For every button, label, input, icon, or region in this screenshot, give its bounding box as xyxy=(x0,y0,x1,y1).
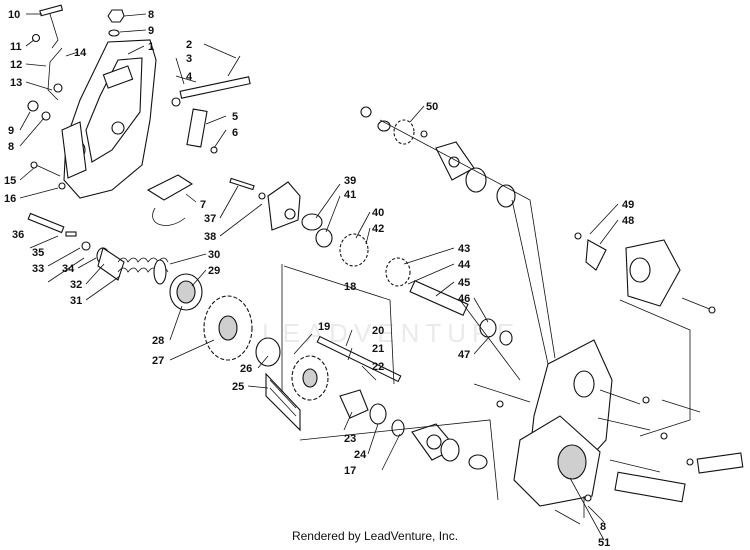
clip xyxy=(146,174,194,226)
callout-27: 27 xyxy=(152,355,164,367)
callout-14: 14 xyxy=(74,47,87,59)
callout-50: 50 xyxy=(426,101,438,113)
shift-bracket xyxy=(229,177,301,231)
callout-23: 23 xyxy=(344,433,356,445)
callout-9: 9 xyxy=(148,25,154,37)
callout-36: 36 xyxy=(12,229,24,241)
callout-46: 46 xyxy=(458,293,470,305)
callout-30: 30 xyxy=(208,249,220,261)
callout-25: 25 xyxy=(232,381,244,393)
callout-22: 22 xyxy=(372,361,384,373)
callout-33: 33 xyxy=(32,263,44,275)
callout-labels: 10 8 9 1 11 14 12 13 9 8 15 16 2 3 4 5 6… xyxy=(4,9,634,549)
callout-35: 35 xyxy=(32,247,44,259)
bolt-washer-group xyxy=(27,212,125,281)
bearing-flange xyxy=(411,423,488,470)
callout-12: 12 xyxy=(10,59,22,71)
callout-13: 13 xyxy=(10,77,22,89)
callout-21: 21 xyxy=(372,343,384,355)
callout-1: 1 xyxy=(148,41,154,53)
leader-lines xyxy=(19,13,619,541)
bearing-housing xyxy=(435,141,516,208)
callout-26: 26 xyxy=(240,363,252,375)
callout-41: 41 xyxy=(344,189,356,201)
assembly-guides xyxy=(281,119,691,501)
callout-11: 11 xyxy=(10,41,22,53)
callout-10: 10 xyxy=(8,9,20,21)
sensor-bracket xyxy=(574,232,716,314)
callout-48: 48 xyxy=(622,215,634,227)
transmission-case xyxy=(513,339,744,507)
top-gear-50 xyxy=(360,106,428,145)
render-credit: Rendered by LeadVenture, Inc. xyxy=(291,529,459,543)
callout-4: 4 xyxy=(186,71,193,83)
callout-45: 45 xyxy=(458,277,470,289)
callout-19: 19 xyxy=(318,321,330,333)
callout-38: 38 xyxy=(204,231,216,243)
callout-31: 31 xyxy=(70,295,82,307)
callout-44: 44 xyxy=(458,259,471,271)
callout-3: 3 xyxy=(186,53,192,65)
callout-51: 51 xyxy=(598,537,610,549)
shaft-assembly xyxy=(316,335,405,437)
callout-42: 42 xyxy=(372,223,384,235)
callout-5: 5 xyxy=(232,111,238,123)
spring xyxy=(117,257,169,285)
callout-17: 17 xyxy=(344,465,356,477)
callout-15: 15 xyxy=(4,175,16,187)
callout-39: 39 xyxy=(344,175,356,187)
reverse-gears xyxy=(169,273,329,401)
callout-29: 29 xyxy=(208,265,220,277)
callout-37: 37 xyxy=(204,213,216,225)
callout-49: 49 xyxy=(622,199,634,211)
case-bolts xyxy=(473,383,701,525)
callout-8: 8 xyxy=(148,9,154,21)
callout-32: 32 xyxy=(70,279,82,291)
drive-chain xyxy=(265,372,301,432)
callout-24: 24 xyxy=(354,449,367,461)
chaincase-cover xyxy=(61,39,157,199)
callout-6: 6 xyxy=(232,127,238,139)
callout-34: 34 xyxy=(62,263,75,275)
callout-28: 28 xyxy=(152,335,164,347)
tensioner-shaft xyxy=(171,55,251,154)
callout-18: 18 xyxy=(344,281,356,293)
callout-7: 7 xyxy=(200,199,206,211)
callout-9b: 9 xyxy=(8,125,14,137)
idler-gears xyxy=(301,213,513,346)
callout-43: 43 xyxy=(458,243,470,255)
callout-2: 2 xyxy=(186,39,192,51)
callout-8c: 8 xyxy=(600,521,606,533)
callout-47: 47 xyxy=(458,349,470,361)
callout-20: 20 xyxy=(372,325,384,337)
callout-16: 16 xyxy=(4,193,16,205)
callout-8b: 8 xyxy=(8,141,14,153)
callout-40: 40 xyxy=(372,207,384,219)
